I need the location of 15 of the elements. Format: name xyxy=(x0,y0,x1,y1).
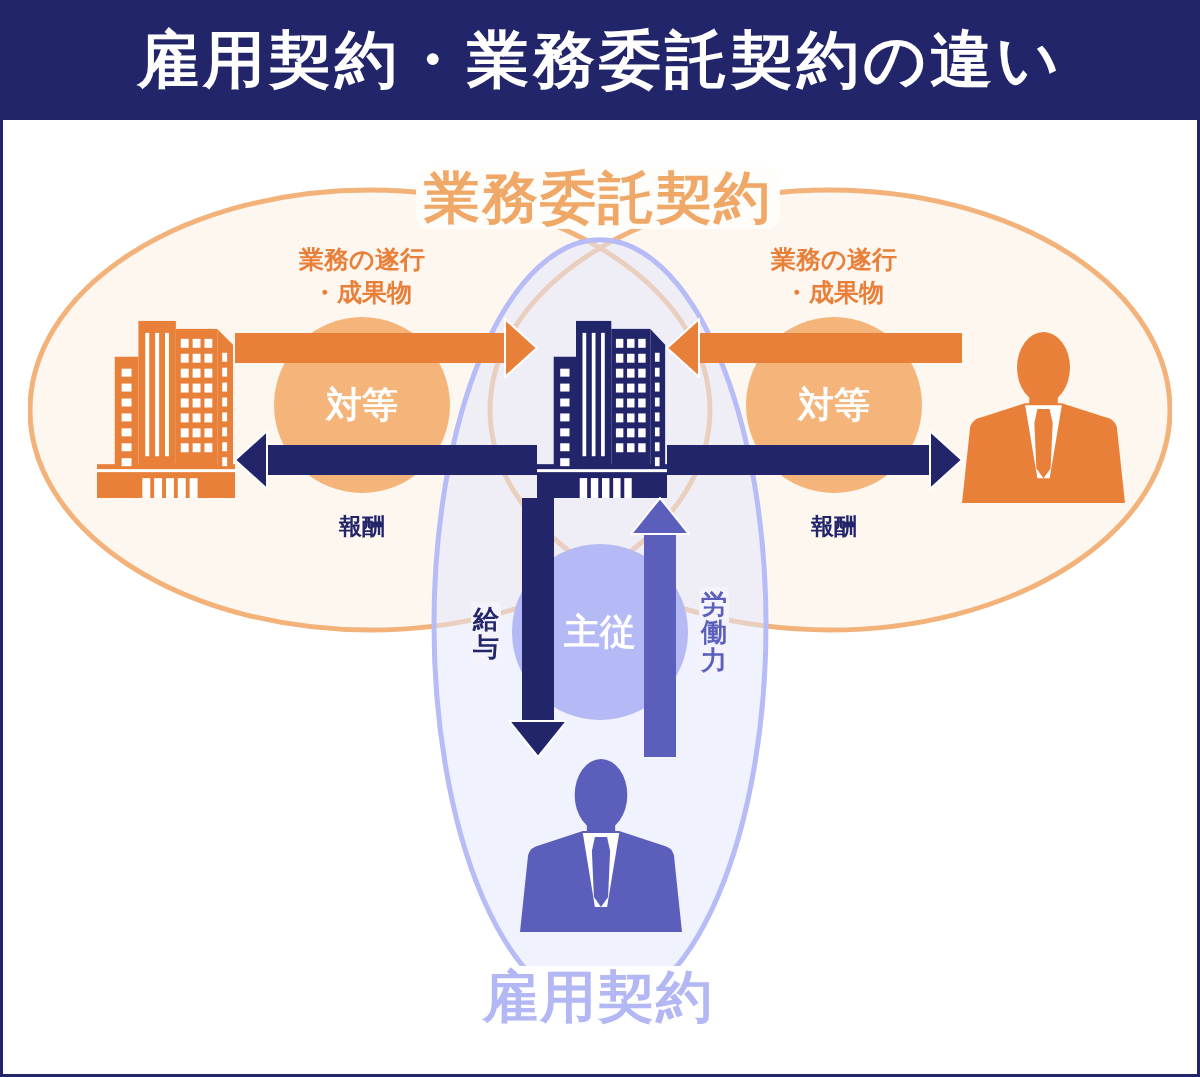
relation-label: 対等 xyxy=(798,385,870,425)
edge-label: 報酬 xyxy=(811,512,857,542)
title-banner: 雇用契約・業務委託契約の違い xyxy=(0,0,1200,120)
arrow xyxy=(235,318,538,378)
relation-label: 主従 xyxy=(564,612,636,652)
arrow xyxy=(508,498,568,758)
edge-label: 業務の遂行・成果物 xyxy=(770,243,898,308)
region-heading: 業務委託契約 xyxy=(416,167,780,229)
edge-label: 労働力 xyxy=(699,586,729,678)
relation-label: 対等 xyxy=(326,385,398,425)
edge-label: 報酬 xyxy=(339,512,385,542)
person-silhouette xyxy=(962,330,1125,503)
person-silhouette xyxy=(520,757,682,932)
edge-label: 業務の遂行・成果物 xyxy=(298,243,426,308)
edge-label: 給与 xyxy=(471,601,501,665)
